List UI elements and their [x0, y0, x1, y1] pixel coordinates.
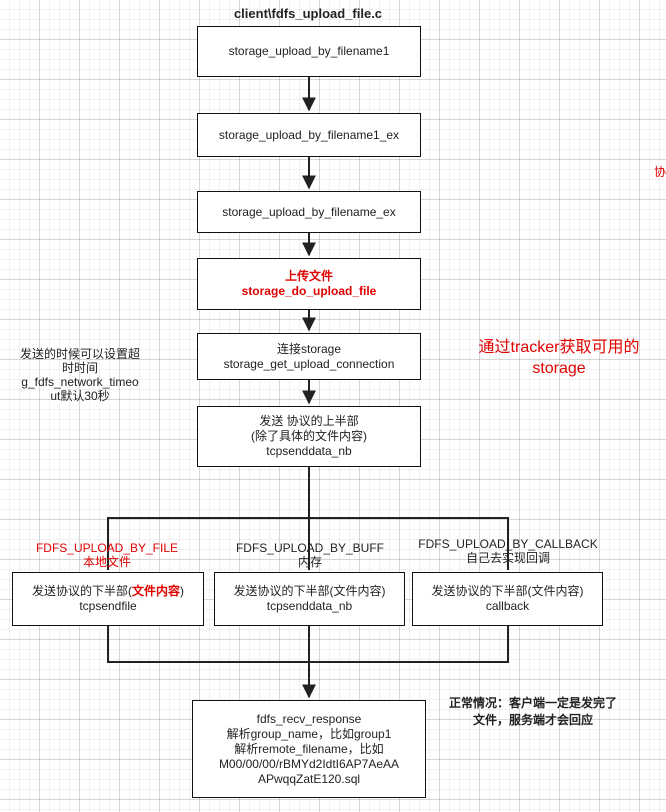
box-label-line3: tcpsenddata_nb	[266, 444, 352, 458]
note-tracker: 通过tracker获取可用的 storage	[478, 339, 640, 377]
box-fdfs-recv-response: fdfs_recv_response 解析group_name，比如group1…	[192, 700, 426, 798]
box-storage-upload-by-filename-ex: storage_upload_by_filename_ex	[197, 191, 421, 233]
box-label-line4: M00/00/00/rBMYd2IdtI6AP7AeAA	[218, 756, 400, 771]
box-label-line5: APwqqZatE120.sql	[257, 771, 361, 786]
box-send-callback-body: 发送协议的下半部(文件内容) callback	[412, 572, 603, 626]
box-label-line1: 发送协议的下半部(文件内容)	[431, 584, 584, 598]
box-label: storage_upload_by_filename1	[228, 44, 390, 58]
highlight-file-content: 文件内容	[131, 584, 180, 598]
box-storage-upload-by-filename1: storage_upload_by_filename1	[197, 26, 421, 77]
box-label-connect: 连接storage	[276, 341, 342, 356]
label-upload-by-buff: FDFS_UPLOAD_BY_BUFF 内存	[235, 541, 385, 569]
label-upload-by-file: FDFS_UPLOAD_BY_FILE 本地文件	[35, 541, 179, 569]
box-label: storage_upload_by_filename1_ex	[218, 127, 400, 142]
box-send-buff-body: 发送协议的下半部(文件内容) tcpsenddata_nb	[214, 572, 405, 626]
box-send-protocol-header: 发送 协议的上半部 (除了具体的文件内容) tcpsenddata_nb	[197, 406, 421, 467]
box-label: storage_upload_by_filename_ex	[222, 204, 396, 219]
label-upload-by-callback: FDFS_UPLOAD_BY_CALLBACK 自己去实现回调	[418, 537, 598, 565]
box-label-line1: 发送协议的下半部(文件内容)	[31, 584, 184, 598]
box-storage-get-upload-connection: 连接storage storage_get_upload_connection	[197, 333, 421, 380]
note-normal-case: 正常情况：客户端一定是发完了 文件，服务端才会回应	[448, 696, 617, 727]
box-label-line1: fdfs_recv_response	[256, 711, 362, 726]
box-label-line2: 解析group_name，比如group1	[226, 726, 392, 741]
box-label-line3: 解析remote_filename，比如	[234, 741, 384, 756]
box-storage-do-upload-file: 上传文件 storage_do_upload_file	[197, 258, 421, 310]
edge-fragment-text: 协	[654, 165, 666, 179]
box-send-file-body: 发送协议的下半部(文件内容) tcpsendfile	[12, 572, 204, 626]
box-label-line1: 发送协议的下半部(文件内容)	[233, 584, 386, 598]
box-label-line2: (除了具体的文件内容)	[251, 429, 367, 443]
box-label-function: storage_get_upload_connection	[223, 356, 395, 371]
box-label-upload: 上传文件	[284, 269, 333, 283]
box-label-line1: 发送 协议的上半部	[259, 414, 359, 428]
box-label-line2: callback	[485, 599, 530, 613]
box-label-function: storage_do_upload_file	[241, 284, 377, 298]
box-label-line2: tcpsenddata_nb	[266, 599, 353, 613]
box-storage-upload-by-filename1-ex: storage_upload_by_filename1_ex	[197, 113, 421, 157]
box-label-line2: tcpsendfile	[79, 599, 137, 613]
note-timeout: 发送的时候可以设置超 时时间 g_fdfs_network_timeo ut默认…	[19, 347, 140, 403]
diagram-title: client\fdfs_upload_file.c	[233, 6, 383, 21]
